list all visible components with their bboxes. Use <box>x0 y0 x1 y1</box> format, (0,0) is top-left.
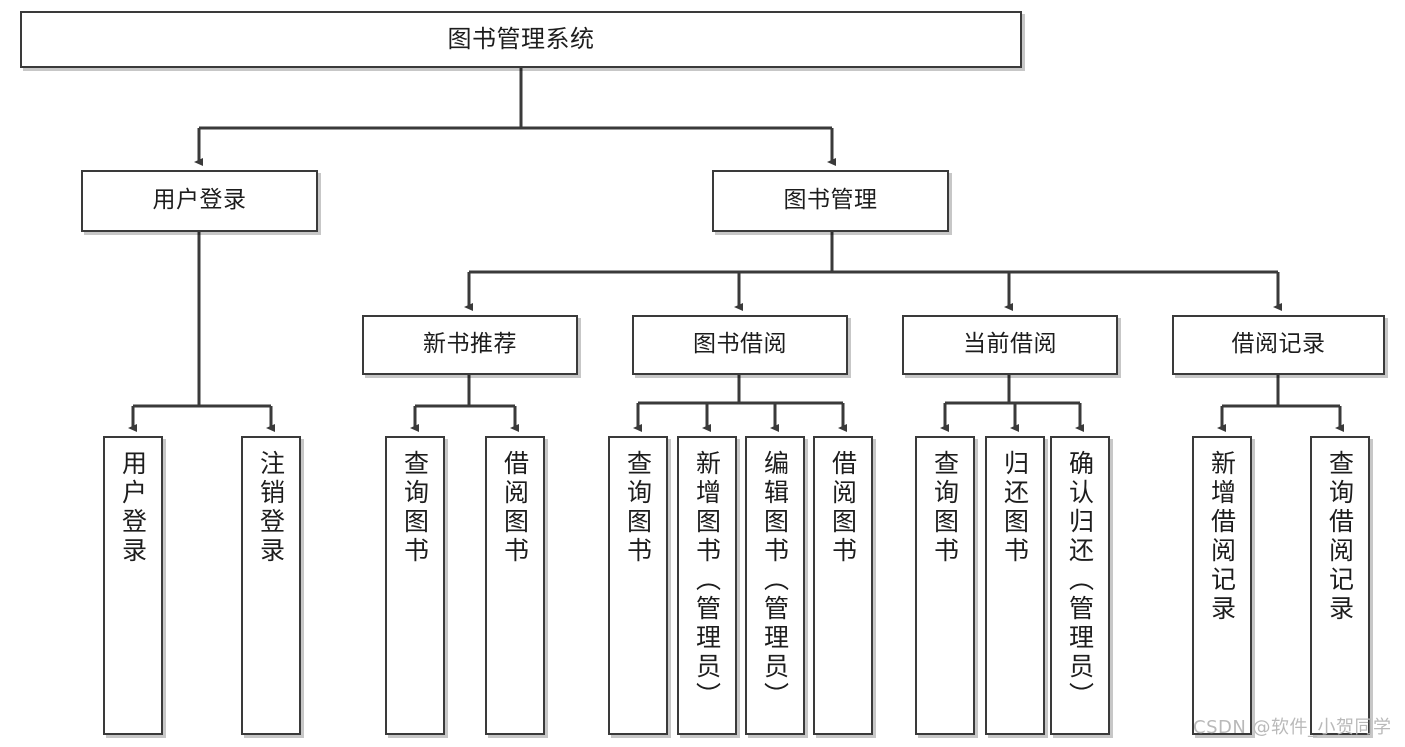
node-label: 查询图书 <box>623 450 653 566</box>
leaf-book-borrow-borrow[interactable]: 借阅图书 <box>813 436 873 735</box>
leaf-current-borrow-return[interactable]: 归还图书 <box>985 436 1045 735</box>
leaf-borrow-record-query[interactable]: 查询借阅记录 <box>1310 436 1370 735</box>
node-user-login[interactable]: 用户登录 <box>81 170 318 232</box>
leaf-current-borrow-query[interactable]: 查询图书 <box>915 436 975 735</box>
csdn-watermark: CSDN @软件_小贺同学 <box>1193 717 1392 738</box>
node-root-book-management-system[interactable]: 图书管理系统 <box>20 11 1022 68</box>
node-current-borrow[interactable]: 当前借阅 <box>902 315 1118 375</box>
node-label: 图书借阅 <box>693 331 787 358</box>
node-label: 新增图书（管理员） <box>692 450 722 711</box>
node-label: 用户登录 <box>118 450 148 566</box>
node-label: 新书推荐 <box>423 331 517 358</box>
leaf-user-login-login[interactable]: 用户登录 <box>103 436 163 735</box>
node-book-management[interactable]: 图书管理 <box>712 170 949 232</box>
node-label: 用户登录 <box>152 187 247 214</box>
leaf-book-borrow-add[interactable]: 新增图书（管理员） <box>677 436 737 735</box>
leaf-current-borrow-confirm-return[interactable]: 确认归还（管理员） <box>1050 436 1110 735</box>
node-label: 借阅图书 <box>828 450 858 566</box>
leaf-user-login-logout[interactable]: 注销登录 <box>241 436 301 735</box>
node-label: 图书管理 <box>783 187 878 214</box>
leaf-new-book-query[interactable]: 查询图书 <box>385 436 445 735</box>
node-label: 编辑图书（管理员） <box>760 450 790 711</box>
node-label: 归还图书 <box>1000 450 1030 566</box>
leaf-borrow-record-add[interactable]: 新增借阅记录 <box>1192 436 1252 735</box>
node-label: 图书管理系统 <box>447 25 595 54</box>
node-label: 当前借阅 <box>963 331 1057 358</box>
node-label: 查询图书 <box>930 450 960 566</box>
leaf-book-borrow-query[interactable]: 查询图书 <box>608 436 668 735</box>
leaf-book-borrow-edit[interactable]: 编辑图书（管理员） <box>745 436 805 735</box>
node-label: 确认归还（管理员） <box>1065 450 1095 711</box>
node-label: 借阅记录 <box>1231 331 1326 358</box>
node-label: 查询借阅记录 <box>1325 450 1355 624</box>
node-label: 借阅图书 <box>500 450 530 566</box>
node-label: 注销登录 <box>256 450 286 566</box>
node-label: 新增借阅记录 <box>1207 450 1237 624</box>
node-label: 查询图书 <box>400 450 430 566</box>
node-new-book-recommend[interactable]: 新书推荐 <box>362 315 578 375</box>
leaf-new-book-borrow[interactable]: 借阅图书 <box>485 436 545 735</box>
node-borrow-record[interactable]: 借阅记录 <box>1172 315 1385 375</box>
node-book-borrow[interactable]: 图书借阅 <box>632 315 848 375</box>
